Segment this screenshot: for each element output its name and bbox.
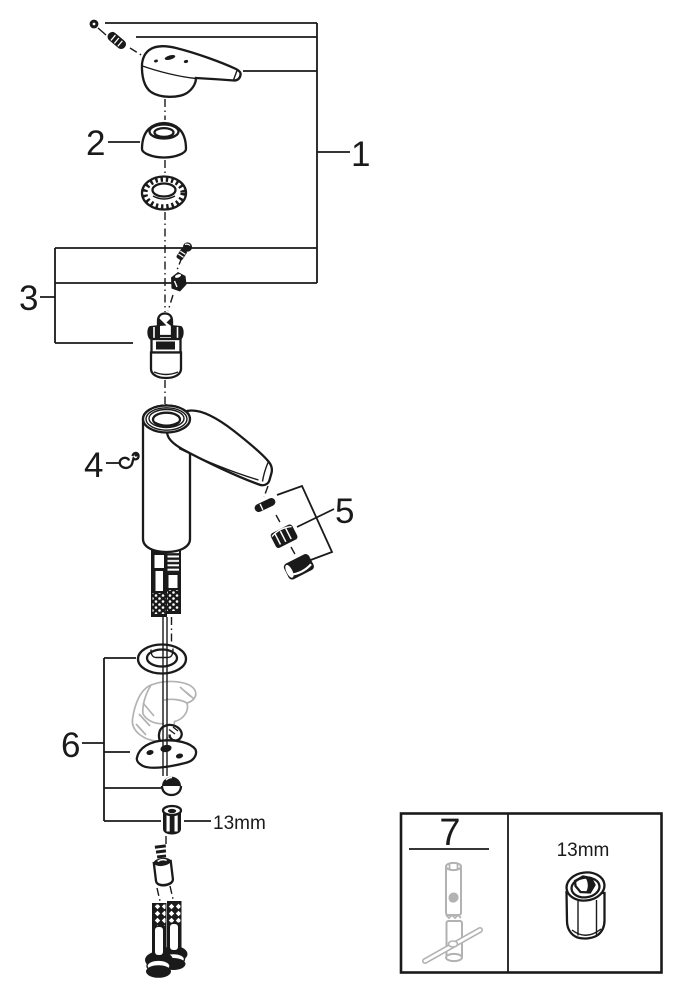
dimension-label-inset: 13mm bbox=[557, 840, 610, 861]
dome-nut bbox=[160, 776, 183, 797]
handle-screw bbox=[89, 19, 127, 50]
callout-5-label: 5 bbox=[335, 492, 354, 531]
callout-3-label: 3 bbox=[19, 279, 38, 318]
bracket-part-6 bbox=[82, 657, 161, 822]
base-seal-ring bbox=[136, 643, 188, 675]
aerator-parts bbox=[254, 498, 314, 580]
temperature-stop-clip bbox=[118, 451, 140, 470]
lever-handle bbox=[140, 45, 242, 98]
cartridge bbox=[147, 312, 184, 380]
supply-hoses bbox=[145, 901, 188, 978]
inset-socket-13mm bbox=[565, 871, 606, 940]
bracket-part-1 bbox=[105, 22, 350, 283]
hex-nut-13mm bbox=[161, 804, 183, 835]
inset-box bbox=[399, 812, 663, 974]
callout-6-label: 6 bbox=[61, 726, 80, 765]
handle-ring-nut bbox=[140, 175, 188, 211]
dimension-label-main: 13mm bbox=[213, 813, 266, 834]
callout-4-label: 4 bbox=[84, 446, 103, 485]
bracket-part-5 bbox=[276, 484, 335, 562]
handle-cap bbox=[140, 121, 188, 159]
callout-1-label: 1 bbox=[351, 135, 370, 174]
threaded-stud-lines bbox=[162, 617, 168, 776]
callout-2-label: 2 bbox=[86, 124, 105, 163]
socket-tool-ghost bbox=[422, 861, 483, 964]
callout-7-label: 7 bbox=[439, 812, 460, 854]
cartridge-screw bbox=[176, 242, 193, 261]
body-shanks bbox=[151, 540, 181, 617]
cartridge-nut bbox=[171, 272, 187, 292]
mounting-stud bbox=[152, 844, 175, 887]
faucet-body bbox=[141, 404, 274, 554]
